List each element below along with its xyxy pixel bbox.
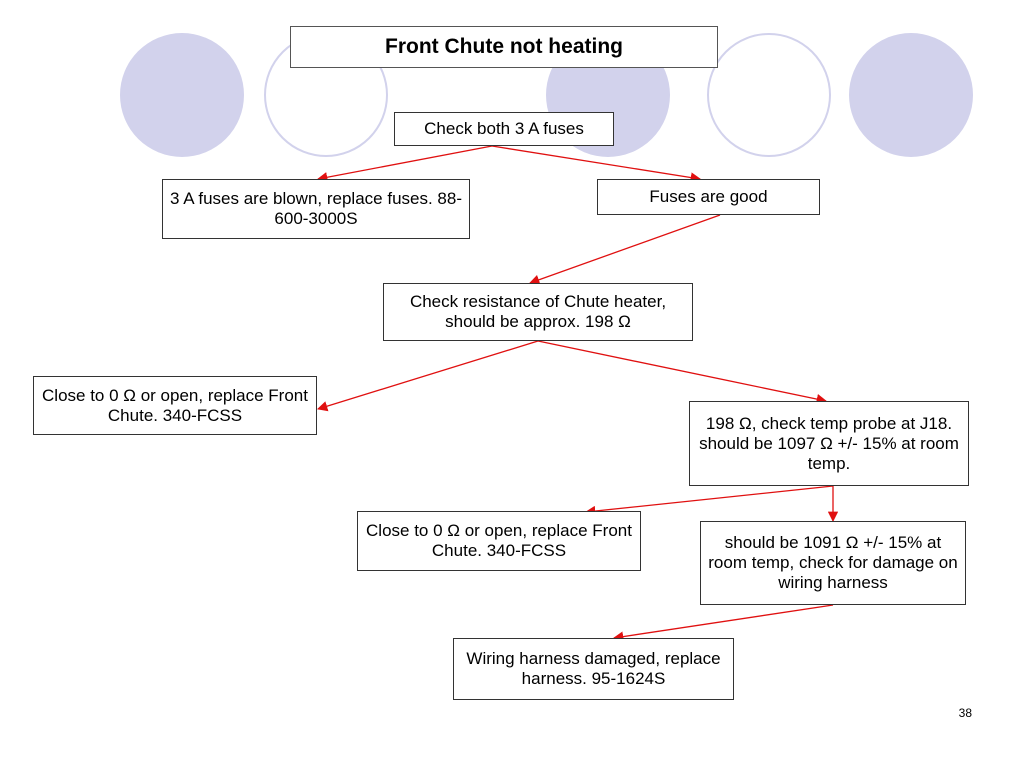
node-harness-damaged: Wiring harness damaged, replace harness.… [453,638,734,700]
arrow-fuses-to-blown [316,145,493,183]
decorative-circle [849,33,973,157]
arrow-good-to-resistance [529,214,721,285]
arrow-wiring-to-harness [612,604,834,642]
node-check-temp-probe: 198 Ω, check temp probe at J18. should b… [689,401,969,486]
node-check-wiring: should be 1091 Ω +/- 15% at room temp, c… [700,521,966,605]
decorative-circle [120,33,244,157]
arrow-resistance-to-close1 [317,340,539,412]
page-title: Front Chute not heating [290,26,718,68]
arrow-fuses-to-good [491,145,702,183]
decorative-ring [707,33,831,157]
arrow-resistance-to-probe [537,340,828,405]
node-fuses-good: Fuses are good [597,179,820,215]
arrow-probe-to-close2 [584,485,834,517]
node-close-to-zero-2: Close to 0 Ω or open, replace Front Chut… [357,511,641,571]
node-check-resistance: Check resistance of Chute heater, should… [383,283,693,341]
node-close-to-zero-1: Close to 0 Ω or open, replace Front Chut… [33,376,317,435]
node-fuses-blown: 3 A fuses are blown, replace fuses. 88-6… [162,179,470,239]
page-number: 38 [958,706,972,720]
node-check-fuses: Check both 3 A fuses [394,112,614,146]
